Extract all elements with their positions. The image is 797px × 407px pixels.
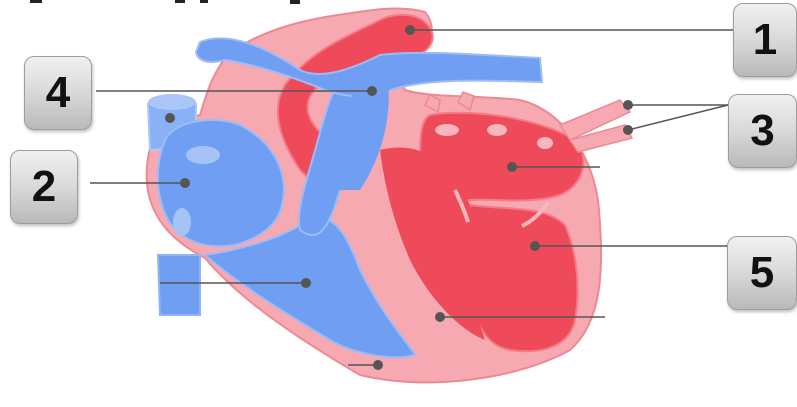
pointer-3 <box>623 100 728 135</box>
label-box-3: 3 <box>728 94 797 168</box>
valve-highlight <box>173 208 191 236</box>
valve-highlight <box>435 124 459 136</box>
valve-highlight <box>537 137 553 149</box>
label-box-4: 4 <box>24 56 92 130</box>
cropped-heading-remnant <box>30 0 300 4</box>
valve-highlight <box>487 124 507 136</box>
valve-highlight <box>186 146 220 164</box>
inferior-vena-cava <box>158 255 200 315</box>
pointer-vena-cava <box>165 113 175 123</box>
label-box-5: 5 <box>727 236 797 310</box>
label-box-2: 2 <box>10 150 78 224</box>
pointer-1 <box>405 25 735 35</box>
label-box-1: 1 <box>733 3 797 77</box>
left-ventricle <box>466 205 577 351</box>
